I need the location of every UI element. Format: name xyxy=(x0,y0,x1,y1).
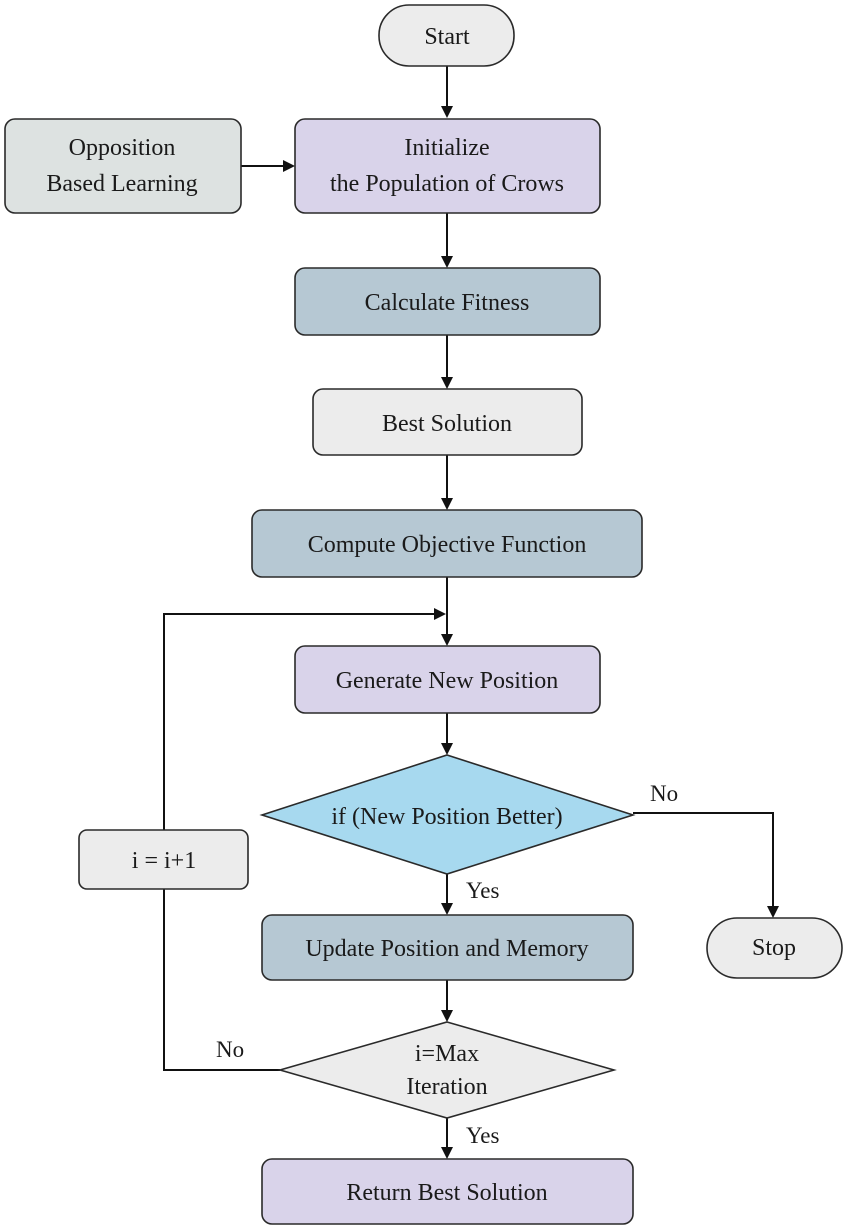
decision-new-position-better-label: if (New Position Better) xyxy=(331,804,562,830)
compute-objective-label: Compute Objective Function xyxy=(308,532,587,558)
compute-objective-node: Compute Objective Function xyxy=(251,509,643,578)
generate-position-node: Generate New Position xyxy=(294,645,601,714)
decision-max-iteration: i=Max Iteration xyxy=(277,1021,617,1119)
decision2-yes-label: Yes xyxy=(466,1123,500,1148)
opposition-learning-label-line2: Based Learning xyxy=(46,171,197,197)
decision-max-iteration-label-line2: Iteration xyxy=(406,1074,487,1100)
decision-new-position-better: if (New Position Better) xyxy=(259,754,636,875)
return-best-solution-label: Return Best Solution xyxy=(346,1180,547,1206)
stop-label: Stop xyxy=(752,935,796,961)
best-solution-label: Best Solution xyxy=(382,411,512,437)
initialize-node: Initialize the Population of Crows xyxy=(294,118,601,214)
calculate-fitness-label: Calculate Fitness xyxy=(365,290,530,316)
return-best-solution-node: Return Best Solution xyxy=(261,1158,634,1225)
opposition-learning-node: Opposition Based Learning xyxy=(4,118,242,214)
edge-decision1-no-to-stop xyxy=(633,812,779,918)
start-node: Start xyxy=(378,4,515,67)
opposition-learning-label-line1: Opposition xyxy=(69,135,176,161)
stop-node: Stop xyxy=(706,917,843,979)
decision-max-iteration-label-line1: i=Max xyxy=(415,1041,479,1067)
decision1-yes-label: Yes xyxy=(466,878,500,903)
best-solution-node: Best Solution xyxy=(312,388,583,456)
connectors xyxy=(163,66,779,1159)
initialize-label-line1: Initialize xyxy=(404,135,489,161)
start-label: Start xyxy=(424,24,470,50)
update-position-label: Update Position and Memory xyxy=(305,936,588,962)
decision2-no-label: No xyxy=(216,1037,244,1062)
calculate-fitness-node: Calculate Fitness xyxy=(294,267,601,336)
generate-position-label: Generate New Position xyxy=(336,668,559,694)
increment-node: i = i+1 xyxy=(78,829,249,890)
decision1-no-label: No xyxy=(650,781,678,806)
update-position-node: Update Position and Memory xyxy=(261,914,634,981)
increment-label: i = i+1 xyxy=(132,848,196,874)
initialize-label-line2: the Population of Crows xyxy=(330,171,564,197)
